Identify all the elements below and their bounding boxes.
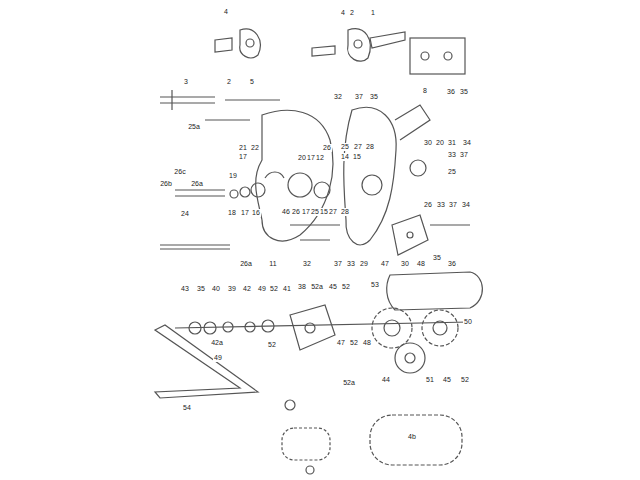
callout-number: 22 <box>250 144 260 152</box>
callout-number: 29 <box>359 260 369 268</box>
callout-number: 45 <box>442 376 452 384</box>
callout-number: 17 <box>240 209 250 217</box>
callout-number: 25 <box>340 143 350 151</box>
callout-number: 35 <box>432 254 442 262</box>
callout-number: 52a <box>342 379 356 387</box>
callout-number: 2 <box>349 9 355 17</box>
callout-number: 17 <box>238 153 248 161</box>
callout-number: 26a <box>190 180 204 188</box>
callout-number: 8 <box>422 87 428 95</box>
callout-number: 27 <box>353 143 363 151</box>
callout-number: 15 <box>352 153 362 161</box>
callout-number: 1 <box>370 9 376 17</box>
callout-number: 48 <box>362 339 372 347</box>
callout-number: 30 <box>423 139 433 147</box>
callout-number: 14 <box>340 153 350 161</box>
callout-number: 4b <box>407 433 417 441</box>
callout-number: 11 <box>268 260 277 268</box>
callout-number: 41 <box>282 285 292 293</box>
callout-number: 28 <box>365 143 375 151</box>
callout-number: 25 <box>447 168 457 176</box>
callout-number: 44 <box>381 376 391 384</box>
callout-number: 40 <box>211 285 221 293</box>
callout-number: 35 <box>369 93 379 101</box>
callout-number: 52 <box>267 341 277 349</box>
callout-number: 52 <box>269 285 279 293</box>
callout-number: 26 <box>423 201 433 209</box>
callout-number: 43 <box>180 285 190 293</box>
callout-number: 35 <box>459 88 469 96</box>
callout-number: 52 <box>460 376 470 384</box>
callout-number: 26b <box>159 180 173 188</box>
callout-number: 18 <box>227 209 237 217</box>
callout-number: 31 <box>447 139 457 147</box>
callout-number: 47 <box>380 260 390 268</box>
callout-number: 36 <box>446 88 456 96</box>
callout-number: 24 <box>180 210 190 218</box>
callout-number: 21 <box>238 144 248 152</box>
callout-number: 27 <box>328 208 338 216</box>
callout-number: 2 <box>226 78 232 86</box>
callout-number: 50 <box>463 318 473 326</box>
callout-number: 36 <box>447 260 457 268</box>
callout-number: 33 <box>436 201 446 209</box>
callout-number: 26a <box>239 260 253 268</box>
callout-number: 4 <box>340 9 346 17</box>
callout-number: 28 <box>340 208 350 216</box>
callout-number: 30 <box>400 260 410 268</box>
callout-number: 33 <box>346 260 356 268</box>
callout-number: 53 <box>370 281 380 289</box>
callout-number: 51 <box>425 376 435 384</box>
callout-number: 52 <box>349 339 359 347</box>
callout-number: 54 <box>182 404 192 412</box>
callout-number: 19 <box>228 172 238 180</box>
callout-number: 47 <box>336 339 346 347</box>
callout-number: 20 <box>435 139 445 147</box>
callout-number: 35 <box>196 285 206 293</box>
callout-number: 49 <box>213 354 223 362</box>
callout-number: 3 <box>183 78 189 86</box>
callout-number: 37 <box>448 201 458 209</box>
callout-number: 42 <box>242 285 252 293</box>
callout-number: 37 <box>354 93 364 101</box>
callout-number: 26c <box>173 168 186 176</box>
callout-number: 26 <box>322 144 332 152</box>
callout-number: 48 <box>416 260 426 268</box>
callout-number: 16 <box>251 209 261 217</box>
callout-number: 52 <box>341 283 351 291</box>
callout-number: 38 <box>297 283 307 291</box>
callout-number: 46 <box>281 208 291 216</box>
callout-number: 52a <box>310 283 324 291</box>
callout-number: 39 <box>227 285 237 293</box>
callout-number: 49 <box>257 285 267 293</box>
callout-number: 5 <box>249 78 255 86</box>
callout-number: 33 <box>447 151 457 159</box>
callout-number: 37 <box>459 151 469 159</box>
callout-number: 25a <box>187 123 201 131</box>
callout-number: 34 <box>461 201 471 209</box>
callout-number: 4 <box>223 8 229 16</box>
callout-number: 32 <box>333 93 343 101</box>
callout-number: 26 <box>291 208 301 216</box>
callout-number: 32 <box>302 260 312 268</box>
callout-number: 37 <box>333 260 343 268</box>
callout-number: 12 <box>315 154 325 162</box>
callout-number: 45 <box>328 283 338 291</box>
callout-number: 34 <box>462 139 472 147</box>
callout-number: 42a <box>210 339 224 347</box>
